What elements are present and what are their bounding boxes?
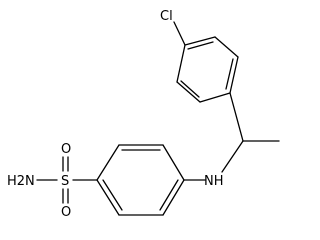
bond <box>96 179 120 216</box>
bond <box>176 81 201 103</box>
bond <box>162 179 185 216</box>
amine-nh-label: NH <box>204 174 224 189</box>
double-bond <box>187 41 214 50</box>
chlorophenyl-ring <box>176 36 239 103</box>
chemical-structure: Cl NH H2N S O O <box>7 9 280 220</box>
oxygen-top-label: O <box>61 142 71 157</box>
bond <box>214 36 239 58</box>
double-bond <box>159 179 179 211</box>
bond <box>176 44 186 83</box>
bond <box>199 92 231 103</box>
bond <box>184 36 216 46</box>
ch-nh-bond <box>221 140 244 173</box>
oxygen-bottom-label: O <box>61 205 71 220</box>
double-bond <box>102 179 123 211</box>
ring-ch-bond <box>229 92 244 142</box>
c-cl-bond <box>173 21 186 46</box>
bond <box>96 144 120 181</box>
sulfur-label: S <box>61 174 69 189</box>
structure-canvas: Cl NH H2N S O O <box>7 9 280 220</box>
chlorine-label: Cl <box>160 9 173 24</box>
double-bond <box>180 80 200 98</box>
sulfonamide-nh2-label: H2N <box>7 174 35 189</box>
benzene-ring <box>96 144 185 216</box>
bond <box>229 56 239 94</box>
double-bond <box>225 58 234 90</box>
bond <box>162 144 185 181</box>
